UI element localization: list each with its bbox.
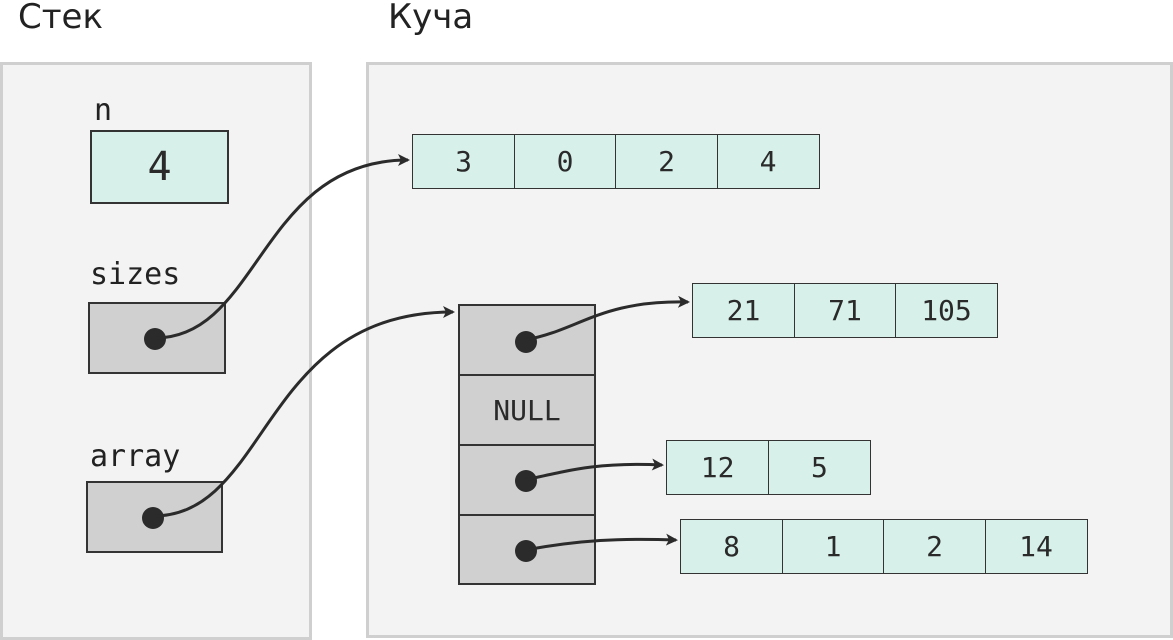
sizes-pointer-dot (144, 328, 166, 350)
array-label: array (90, 439, 181, 474)
n-label: n (94, 93, 113, 128)
sizes-label: sizes (90, 257, 181, 292)
row-3-cell-3: 14 (984, 519, 1088, 574)
n-value-box: 4 (90, 130, 229, 204)
array-pointer-dot (142, 507, 164, 529)
pointer-heap-array: NULL (458, 304, 596, 585)
n-value: 4 (147, 144, 172, 190)
pointer-cell-2-dot (515, 470, 537, 492)
row-3-cell-2: 2 (883, 519, 986, 574)
row-0-cell-2: 105 (895, 283, 998, 338)
row-3-cell-1: 1 (781, 519, 885, 574)
row-0-heap-array: 21 71 105 (692, 283, 999, 338)
row-3-heap-array: 8 1 2 14 (680, 519, 1089, 574)
stack-title: Стек (18, 0, 103, 37)
pointer-cell-3 (460, 516, 594, 586)
row-2-heap-array: 12 5 (666, 440, 871, 495)
sizes-cell-3: 4 (716, 134, 820, 189)
sizes-cell-1: 0 (513, 134, 617, 189)
sizes-cell-0: 3 (412, 134, 515, 189)
pointer-cell-3-dot (515, 540, 537, 562)
array-pointer-box (86, 481, 223, 553)
row-0-cell-0: 21 (692, 283, 795, 338)
pointer-cell-1-text: NULL (493, 393, 561, 427)
sizes-heap-array: 3 0 2 4 (412, 134, 820, 189)
row-2-cell-0: 12 (666, 440, 770, 495)
pointer-cell-0-dot (515, 331, 537, 353)
heap-title: Куча (388, 0, 474, 37)
row-2-cell-1: 5 (767, 440, 871, 495)
pointer-cell-1: NULL (460, 376, 594, 446)
pointer-cell-0 (460, 306, 594, 376)
row-0-cell-1: 71 (793, 283, 897, 338)
sizes-cell-2: 2 (615, 134, 718, 189)
row-3-cell-0: 8 (680, 519, 783, 574)
pointer-cell-2 (460, 446, 594, 516)
sizes-pointer-box (88, 302, 226, 374)
